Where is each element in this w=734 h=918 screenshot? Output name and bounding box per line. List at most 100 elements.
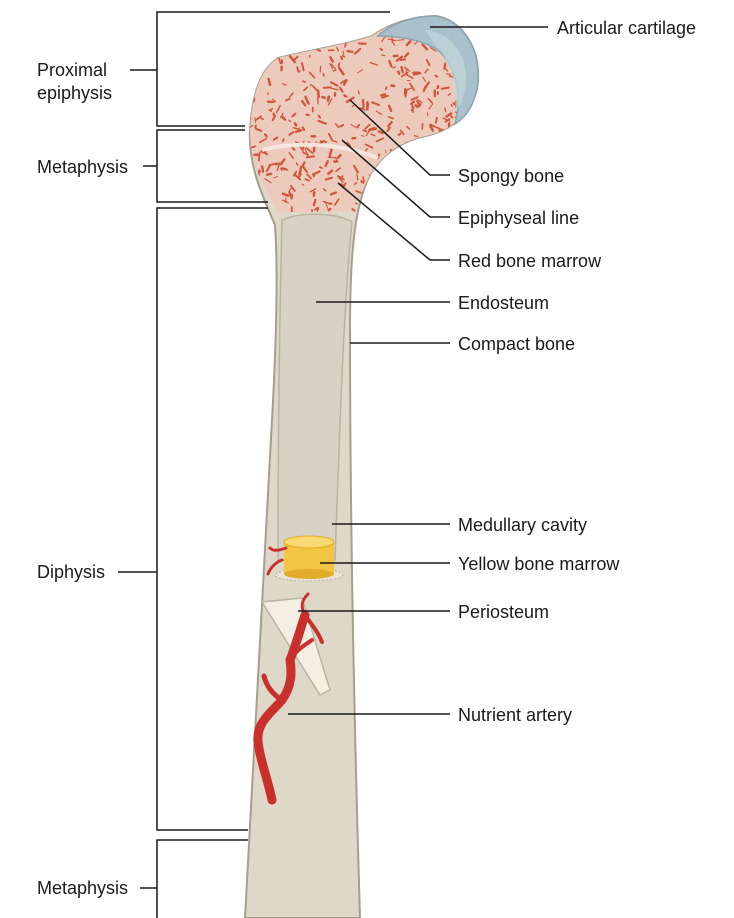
trabecula-mark (476, 17, 479, 23)
trabecula-mark (381, 54, 386, 57)
trabecula-mark (281, 138, 285, 143)
trabecula-mark (254, 55, 258, 59)
trabecula-mark (311, 170, 321, 176)
trabecula-mark (290, 193, 294, 200)
trabecula-mark (430, 165, 439, 169)
trabecula-mark (308, 54, 311, 58)
trabecula-mark (353, 34, 359, 39)
trabecula-mark (477, 158, 479, 164)
trabecula-mark (473, 160, 476, 166)
trabecula-mark (430, 170, 437, 175)
trabecula-mark (279, 49, 287, 54)
trabecula-mark (425, 162, 429, 170)
trabecula-mark (307, 141, 311, 144)
trabecula-mark (407, 178, 412, 185)
trabecula-mark (272, 112, 276, 117)
trabecula-mark (288, 92, 294, 98)
trabecula-mark (325, 38, 329, 43)
trabecula-mark (361, 32, 368, 37)
yellow-bone-marrow-icon (274, 535, 344, 582)
trabecula-mark (315, 48, 321, 52)
trabecula-mark (381, 94, 389, 99)
trabecula-mark (416, 103, 422, 108)
trabecula-mark (268, 109, 272, 112)
trabecula-mark (337, 66, 345, 76)
trabecula-mark (296, 66, 300, 72)
trabecula-mark (418, 160, 421, 165)
trabecula-mark (327, 98, 333, 106)
trabecula-mark (375, 110, 383, 116)
trabecula-mark (259, 29, 269, 34)
trabecula-mark (267, 92, 269, 96)
trabecula-mark (250, 42, 256, 50)
trabecula-mark (307, 39, 315, 43)
trabecula-mark (271, 52, 277, 57)
trabecula-mark (427, 135, 433, 140)
trabecula-mark (322, 86, 332, 89)
trabecula-mark (445, 112, 453, 118)
trabecula-mark (264, 178, 272, 184)
trabecula-mark (433, 159, 438, 165)
trabecula-mark (321, 95, 326, 100)
trabecula-mark (265, 172, 273, 176)
trabecula-mark (452, 181, 457, 190)
trabecula-mark (447, 93, 451, 96)
trabecula-mark (317, 114, 322, 119)
trabecula-mark (287, 27, 292, 30)
trabecula-mark (298, 165, 303, 176)
label-compact-bone: Compact bone (458, 334, 575, 354)
trabecula-mark (278, 57, 282, 65)
nutrient-artery-icon (253, 546, 324, 805)
trabecula-mark (341, 54, 346, 58)
trabecula-mark (250, 124, 254, 130)
trabecula-mark (298, 69, 301, 74)
trabecula-mark (423, 81, 430, 90)
trabecula-mark (265, 163, 272, 173)
trabecula-mark (388, 59, 393, 68)
trabecula-mark (457, 130, 462, 134)
trabecula-mark (397, 132, 402, 136)
trabecula-mark (475, 128, 479, 136)
trabecula-mark (302, 41, 309, 47)
trabecula-mark (283, 36, 287, 42)
trabecula-mark (399, 129, 405, 136)
trabecula-mark (366, 182, 376, 190)
trabecula-mark (326, 95, 331, 102)
trabecula-mark (260, 117, 265, 120)
label-spongy-bone: Spongy bone (458, 166, 564, 186)
label-proximal-epiphysis-line1: Proximal (37, 60, 107, 80)
trabecula-mark (290, 184, 296, 192)
trabecula-mark (292, 55, 299, 62)
trabecula-mark (322, 188, 327, 192)
trabecula-mark (346, 141, 352, 147)
trabecula-mark (422, 76, 427, 83)
trabecula-mark (368, 218, 372, 224)
trabecula-mark (272, 136, 279, 141)
trabecula-mark (421, 178, 430, 185)
trabecula-mark (319, 30, 326, 33)
trabecula-mark (337, 62, 341, 68)
leader-lines (288, 26, 548, 715)
trabecula-mark (285, 97, 291, 102)
trabecula-mark (395, 55, 404, 62)
trabecula-mark (288, 119, 292, 123)
trabecula-mark (327, 207, 332, 212)
articular-cartilage-highlight (425, 30, 466, 112)
trabecula-mark (305, 113, 310, 117)
trabecula-mark (477, 53, 479, 61)
trabecula-mark (258, 151, 261, 162)
trabecula-mark (301, 161, 306, 168)
trabecula-mark (336, 153, 342, 160)
trabecula-mark (335, 167, 341, 173)
trabecula-mark (334, 123, 340, 129)
trabecula-mark (387, 104, 393, 113)
trabecula-mark (429, 201, 438, 205)
trabecula-mark (404, 89, 408, 98)
trabecula-mark (340, 55, 343, 61)
trabecula-mark (269, 107, 274, 112)
trabecula-mark (293, 122, 298, 127)
trabecula-mark (440, 166, 445, 173)
trabecula-mark (288, 152, 295, 159)
trabecula-mark (324, 200, 330, 205)
trabecula-mark (465, 119, 469, 128)
